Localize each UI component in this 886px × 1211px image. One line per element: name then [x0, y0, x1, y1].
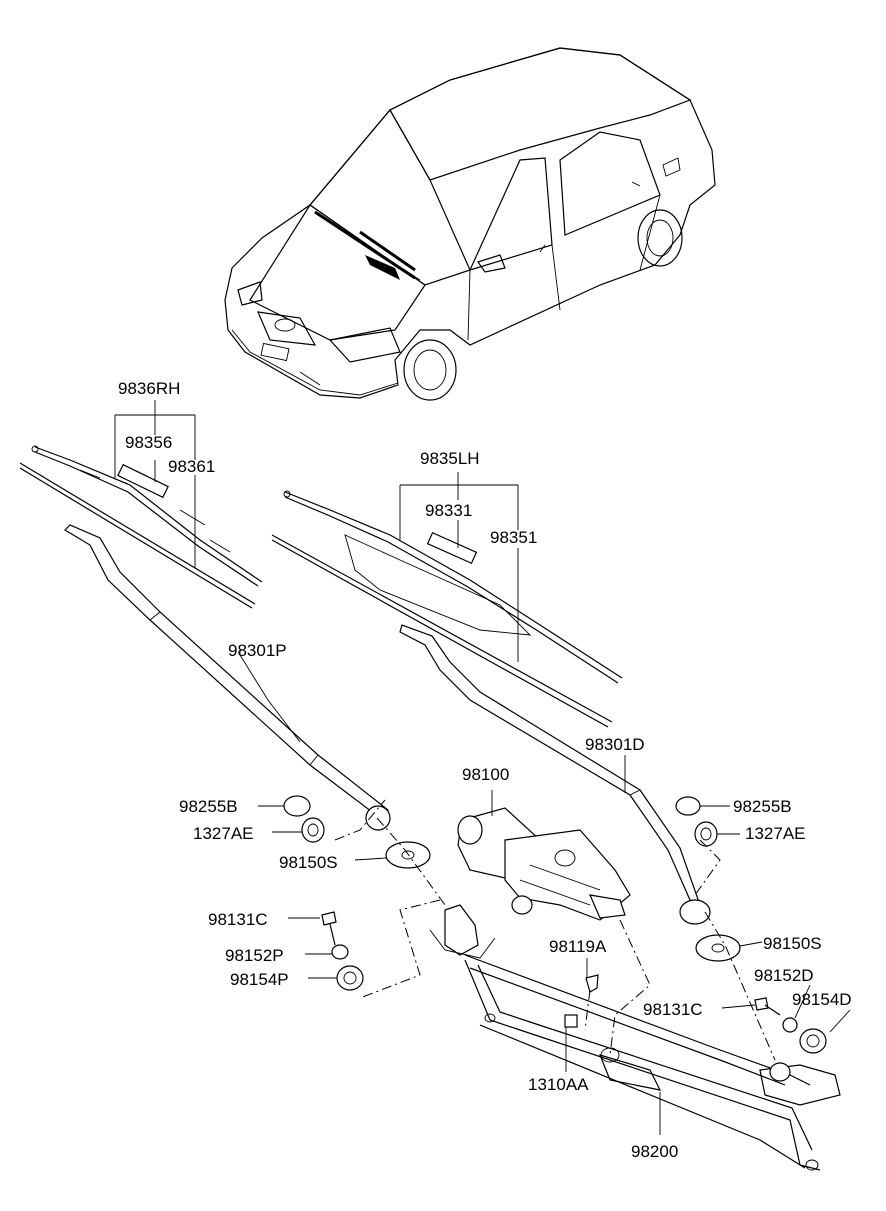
label-98361: 98361 [168, 457, 215, 476]
label-98150s-right: 98150S [763, 934, 822, 953]
washer-right [695, 934, 741, 962]
label-98154p: 98154P [230, 970, 289, 989]
label-9836rh: 9836RH [118, 379, 180, 398]
bolt-left [321, 911, 337, 946]
cap-right [675, 796, 701, 816]
label-98131c-left: 98131C [208, 910, 268, 929]
label-98131c-right: 98131C [643, 1000, 703, 1019]
bolt-right [754, 997, 781, 1016]
cap-left [283, 795, 311, 817]
label-9835lh: 9835LH [420, 449, 480, 468]
washer-left [385, 841, 431, 869]
label-98154d: 98154D [792, 990, 852, 1009]
wiper-motor [457, 807, 631, 921]
bushing-d [782, 1017, 798, 1033]
label-98150s-left: 98150S [279, 853, 338, 872]
rh-blade-assembly [19, 445, 263, 609]
label-98152p: 98152P [225, 946, 284, 965]
label-98119a: 98119A [549, 937, 607, 956]
driver-wiper-arm [399, 624, 711, 925]
label-98100: 98100 [462, 765, 509, 784]
passenger-wiper-arm [64, 524, 391, 831]
label-98331: 98331 [425, 501, 472, 520]
grommet-p [336, 965, 364, 991]
nut-right [694, 821, 718, 847]
label-98351: 98351 [490, 528, 537, 547]
label-1327ae-left: 1327AE [193, 824, 254, 843]
bushing-p [331, 944, 349, 960]
label-98255b-left: 98255B [179, 797, 238, 816]
label-98301p: 98301P [228, 641, 287, 660]
label-98356: 98356 [125, 433, 172, 452]
screw [585, 974, 599, 993]
grommet-d [799, 1028, 827, 1054]
label-98301d: 98301D [585, 735, 645, 754]
car-illustration [224, 47, 716, 401]
label-1310aa: 1310AA [528, 1075, 589, 1094]
label-98152d: 98152D [754, 966, 814, 985]
wiper-linkage [429, 904, 841, 1171]
nut-left [301, 817, 325, 843]
label-98255b-right: 98255B [733, 797, 792, 816]
label-98200: 98200 [631, 1142, 678, 1161]
lh-blade-assembly [271, 490, 623, 728]
bolt-1310 [564, 1014, 578, 1028]
label-1327ae-right: 1327AE [745, 824, 806, 843]
